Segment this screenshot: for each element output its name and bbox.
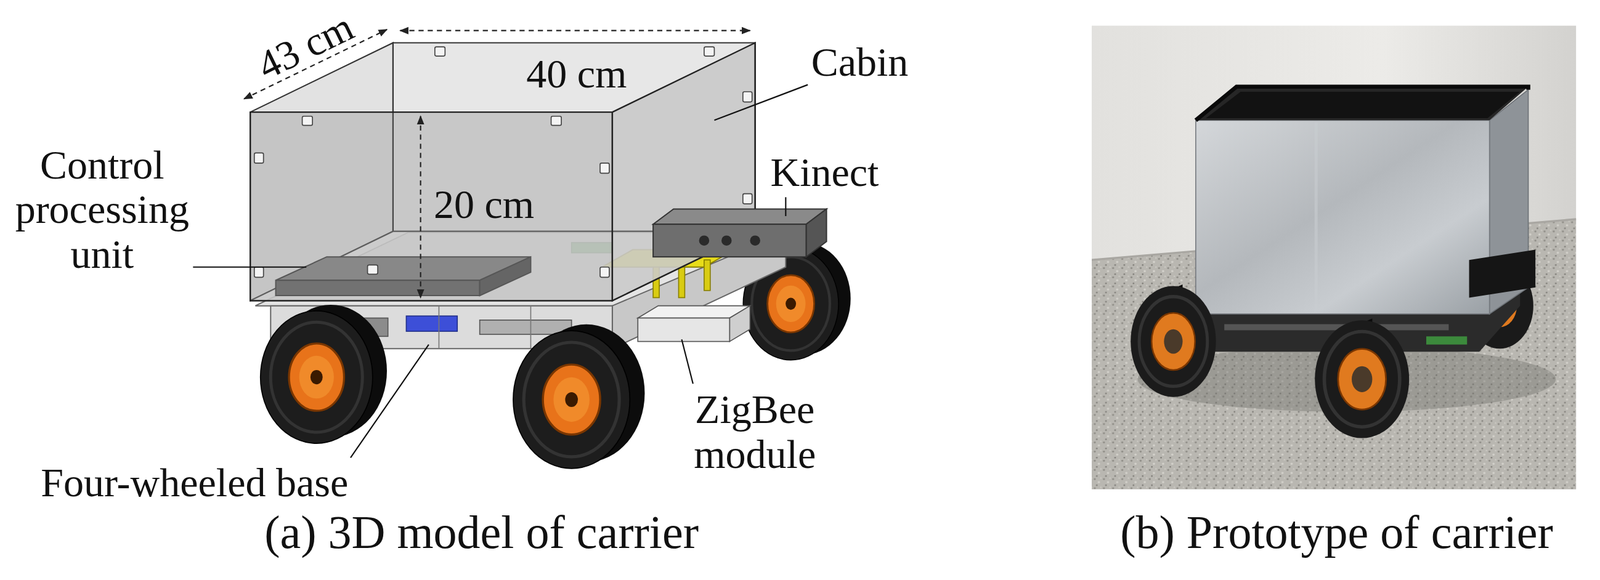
prototype-photo <box>1324 331 1400 427</box>
front-wheel <box>270 322 363 433</box>
front-wheel <box>299 356 334 400</box>
part-label: Control processing unit <box>15 142 190 278</box>
front-wheel <box>513 330 630 469</box>
prototype-photo <box>1338 349 1387 411</box>
prototype-photo <box>1130 284 1216 398</box>
prototype-photo <box>1314 320 1410 439</box>
kinect-sensor <box>653 208 827 257</box>
four-wheeled-base <box>530 306 532 350</box>
front-wheel <box>553 377 590 423</box>
front-wheel <box>260 304 387 444</box>
cabin-front-faces <box>250 43 755 302</box>
cabin-clip <box>434 46 446 57</box>
part-label: Four-wheeled base <box>40 461 349 504</box>
zigbee-module <box>637 306 750 342</box>
leader-line <box>714 85 808 121</box>
prototype-photo <box>1224 324 1449 331</box>
dimension-label: 40 cm <box>526 52 627 95</box>
prototype-photo <box>1205 91 1520 119</box>
dimension-label: 20 cm <box>433 182 535 226</box>
kinect-sensor <box>805 208 827 257</box>
front-wheel <box>288 343 344 411</box>
dimension-label: 43 cm <box>250 4 360 88</box>
kinect-sensor <box>653 224 806 257</box>
prototype-photo <box>1314 318 1410 439</box>
prototype-photo <box>1151 312 1195 371</box>
dimension-line <box>243 29 750 298</box>
part-label: ZigBee module <box>693 387 816 477</box>
four-wheeled-base <box>438 306 440 350</box>
prototype-photo <box>1314 122 1318 313</box>
cabin-clip <box>367 264 379 275</box>
kinect-sensor <box>749 235 761 246</box>
prototype-photo <box>1139 296 1208 387</box>
cabin-clip <box>600 267 610 278</box>
kinect-sensor <box>721 235 732 246</box>
dimension-line <box>420 116 422 299</box>
prototype-photo <box>1163 329 1183 355</box>
leader-line <box>681 339 693 384</box>
dimension-line <box>400 30 751 32</box>
zigbee-module <box>729 306 750 342</box>
front-wheel <box>513 324 645 469</box>
cabin-front-faces <box>612 43 756 302</box>
leader-line <box>192 266 307 269</box>
prototype-photo <box>1469 250 1536 299</box>
prototype-photo <box>1130 286 1216 398</box>
kinect-sensor <box>653 208 827 225</box>
four-wheeled-base <box>406 316 458 332</box>
front-wheel <box>260 311 373 444</box>
prototype-photo <box>1426 336 1467 345</box>
cabin-clip <box>254 267 264 278</box>
cabin-clip <box>704 46 715 57</box>
front-wheel <box>564 392 578 408</box>
back-wheel <box>776 285 806 323</box>
subfigure-caption: (a) 3D model of carrier <box>264 508 699 558</box>
back-wheel <box>767 275 815 333</box>
prototype-photo <box>1351 366 1373 393</box>
leader-line <box>784 197 787 217</box>
cabin-clip <box>551 116 562 126</box>
front-wheel <box>523 342 620 458</box>
subfigure-caption: (b) Prototype of carrier <box>1120 508 1554 558</box>
cabin-clip <box>254 152 264 164</box>
zigbee-module <box>637 318 730 342</box>
cabin-clip <box>743 194 753 205</box>
part-label: Kinect <box>770 150 879 194</box>
kinect-sensor <box>699 235 710 246</box>
back-wheel <box>785 297 796 310</box>
cabin-clip <box>743 91 753 103</box>
part-label: Cabin <box>811 40 909 84</box>
front-wheel <box>542 364 601 435</box>
cabin-clip <box>600 163 610 174</box>
front-wheel <box>310 370 323 385</box>
prototype-photo <box>1195 120 1490 315</box>
cabin-front-faces <box>250 112 613 301</box>
cabin-back-faces <box>250 43 755 302</box>
kinect-bracket <box>678 267 685 299</box>
prototype-photo <box>1091 25 1576 490</box>
kinect-bracket <box>704 259 711 291</box>
prototype-photo <box>1195 86 1529 121</box>
leader-line <box>350 345 429 459</box>
prototype-photo <box>1091 25 1576 490</box>
prototype-photo <box>1195 86 1529 121</box>
cabin-clip <box>302 116 313 126</box>
